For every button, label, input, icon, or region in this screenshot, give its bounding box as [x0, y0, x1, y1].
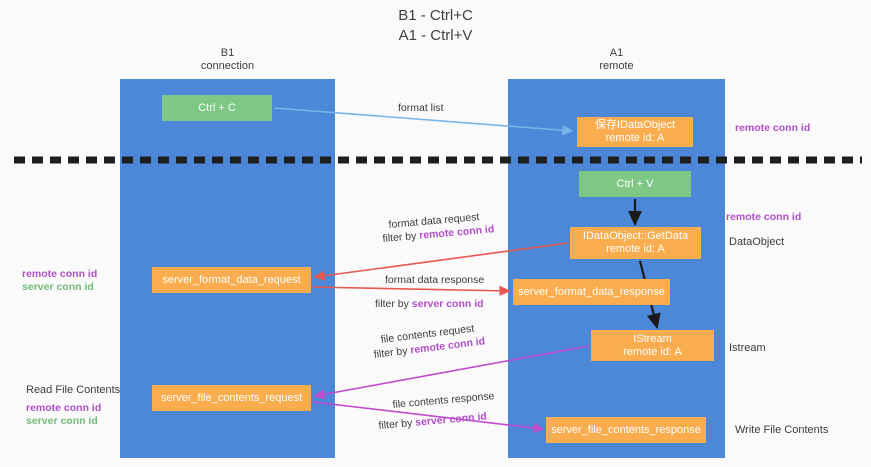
title-line-1: B1 - Ctrl+C	[398, 7, 473, 24]
lane-header-a1-name: A1	[609, 47, 624, 59]
filter-prefix: filter by	[378, 416, 416, 432]
title-line-2: A1 - Ctrl+V	[398, 27, 473, 44]
edge-label-format-data-response-filter: filter by server conn id	[375, 297, 484, 311]
node-ctrl-v[interactable]: Ctrl + V	[579, 171, 691, 197]
annotation-left-remote-conn-id: remote conn id	[22, 268, 98, 280]
node-idataobject-getdata[interactable]: IDataObject::GetData remote id: A	[570, 227, 701, 259]
node-ctrl-c-label: Ctrl + C	[198, 101, 236, 114]
edge-format-data-response	[312, 285, 511, 296]
node-istream-label: IStream	[633, 332, 672, 345]
edge-label-file-contents-response: file contents response	[392, 390, 495, 411]
annotation-left-conn-ids-2: remote conn id server conn id	[26, 402, 101, 428]
annotation-remote-conn-id-mid: remote conn id	[726, 211, 802, 223]
node-server-format-data-response[interactable]: server_format_data_response	[513, 279, 670, 305]
edge-label-format-list: format list	[398, 102, 444, 114]
annotation-left-conn-ids: remote conn id server conn id	[22, 268, 97, 294]
page-title: B1 - Ctrl+C A1 - Ctrl+V	[0, 6, 871, 46]
filter-key-server-conn-id: server conn id	[411, 298, 484, 310]
lane-header-a1-role: remote	[599, 60, 634, 72]
annotation-read-file-contents: Read File Contents	[26, 384, 121, 396]
node-server-format-data-request[interactable]: server_format_data_request	[152, 267, 311, 293]
annotation-dataobject: DataObject	[729, 236, 785, 248]
node-istream[interactable]: IStream remote id: A	[591, 330, 714, 361]
lane-header-b1: B1 connection	[120, 47, 335, 73]
node-ctrl-c[interactable]: Ctrl + C	[162, 95, 272, 121]
annotation-left-server-conn-id-2: server conn id	[26, 415, 98, 427]
node-ctrl-v-label: Ctrl + V	[616, 177, 654, 190]
annotation-remote-conn-id-top: remote conn id	[735, 122, 811, 134]
node-idataobject-getdata-label: IDataObject::GetData	[582, 230, 689, 242]
node-save-idataobject[interactable]: 保存IDataObject remote id: A	[577, 117, 693, 147]
node-server-file-contents-response[interactable]: server_file_contents_response	[546, 417, 706, 443]
annotation-istream: Istream	[729, 342, 766, 354]
filter-prefix: filter by	[373, 344, 412, 361]
lane-header-b1-name: B1	[220, 47, 235, 59]
filter-prefix: filter by	[382, 229, 420, 245]
node-save-idataobject-sublabel: remote id: A	[605, 132, 665, 144]
edge-label-file-contents-response-filter: filter by server conn id	[378, 410, 487, 433]
annotation-left-remote-conn-id-2: remote conn id	[26, 402, 102, 414]
node-server-file-contents-request-label: server_file_contents_request	[160, 391, 303, 404]
node-save-idataobject-label: 保存IDataObject	[594, 119, 676, 131]
lane-header-b1-role: connection	[200, 60, 255, 72]
node-server-format-data-response-label: server_format_data_response	[518, 285, 665, 298]
annotation-write-file-contents: Write File Contents	[735, 424, 829, 436]
annotation-left-server-conn-id: server conn id	[22, 281, 94, 293]
node-server-file-contents-response-label: server_file_contents_response	[551, 423, 701, 436]
lane-header-a1: A1 remote	[508, 47, 725, 73]
node-server-format-data-request-label: server_format_data_request	[162, 273, 301, 286]
node-server-file-contents-request[interactable]: server_file_contents_request	[152, 385, 311, 411]
filter-prefix: filter by	[375, 298, 412, 310]
filter-key-server-conn-id: server conn id	[414, 410, 488, 429]
node-idataobject-getdata-sublabel: remote id: A	[606, 243, 665, 255]
edge-label-format-data-response: format data response	[385, 274, 485, 286]
node-istream-sublabel: remote id: A	[623, 345, 682, 358]
